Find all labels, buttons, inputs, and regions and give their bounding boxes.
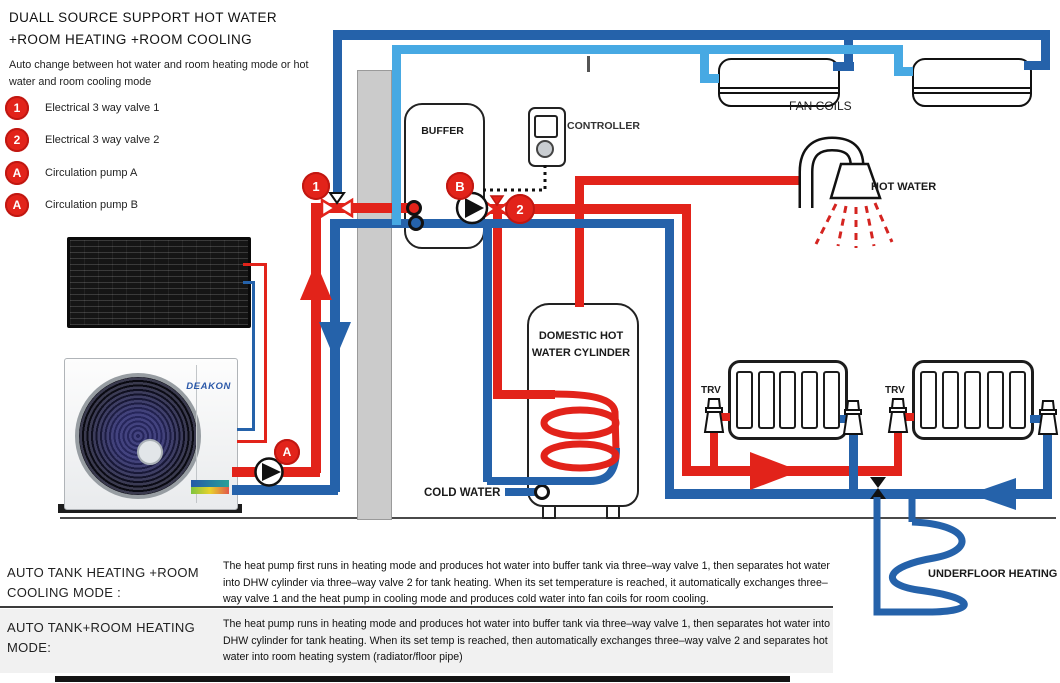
pipe-trv1-stub xyxy=(714,413,730,421)
pipe-trv2-drop xyxy=(894,430,902,472)
radiator-1 xyxy=(728,360,848,440)
fan-coils-label: FAN COILS xyxy=(789,99,852,113)
fan-coil-1 xyxy=(718,58,840,107)
pipe-fc2-left-drop xyxy=(894,50,903,75)
hot-water-label: HOT WATER xyxy=(871,181,937,193)
pipe-rad2-return-drop xyxy=(1043,430,1052,492)
cold-water-label: COLD WATER xyxy=(424,487,501,499)
underfloor-label: UNDERFLOOR HEATING xyxy=(928,568,1058,580)
cold-water-port xyxy=(534,484,550,500)
pipe-rad1-valve-stub xyxy=(840,415,854,423)
pipe-hp-supply xyxy=(232,467,320,477)
pipe-coil-inlet xyxy=(493,390,555,399)
mode2-description: The heat pump runs in heating mode and p… xyxy=(223,618,830,664)
dhw-label-line2: WATER CYLINDER xyxy=(531,347,631,359)
wall xyxy=(357,70,392,520)
pipe-dhw-top-riser xyxy=(575,176,584,307)
controller-wire xyxy=(480,165,547,192)
controller-device xyxy=(528,107,566,167)
legend-badge-1: 1 xyxy=(5,95,29,120)
solar-panel xyxy=(67,237,251,328)
valve2-badge: 2 xyxy=(505,194,535,224)
valve1-badge: 1 xyxy=(302,172,330,200)
pipe-buffer-return-line xyxy=(333,219,674,228)
radiator-2 xyxy=(912,360,1034,440)
heat-pump-panel-seam xyxy=(196,365,197,503)
pipe-fc1-left-drop xyxy=(700,50,709,81)
energy-sticker xyxy=(191,480,229,495)
buffer-label: BUFFER xyxy=(421,125,464,137)
pipe-trv2-stub xyxy=(898,413,914,421)
fan-hub xyxy=(137,439,163,465)
fan-coil-2 xyxy=(912,58,1032,107)
pipe-return-vertical xyxy=(330,219,340,492)
pipe-radiator-return-drop xyxy=(665,219,674,498)
wire-tick xyxy=(587,56,590,72)
pipe-rad1-return-drop xyxy=(849,430,858,492)
dhw-label-line1: DOMESTIC HOT xyxy=(538,330,624,342)
pipe-cold-main-right-drop xyxy=(1041,30,1050,69)
pipe-cold-water-stub xyxy=(505,488,541,496)
legend-badge-a: A xyxy=(5,160,29,185)
pipe-solar-cold-a xyxy=(243,281,255,284)
controller-label: CONTROLLER xyxy=(567,120,640,132)
pump-b-badge: B xyxy=(446,172,474,200)
mode1-description: The heat pump first runs in heating mode… xyxy=(223,560,830,606)
brand-logo: DEAKON xyxy=(186,381,231,392)
page-bottom-bar xyxy=(55,676,790,682)
pipe-cold-main-top xyxy=(333,30,1050,40)
legend-item-valve1: 1 Electrical 3 way valve 1 xyxy=(5,95,159,120)
pipe-solar-hot-b xyxy=(264,263,267,443)
heat-pump-fan-icon xyxy=(75,373,201,499)
pipe-fc1-left-stub xyxy=(700,74,719,83)
trv2-label: TRV xyxy=(885,385,905,396)
pipe-valve2-drop xyxy=(493,212,502,399)
pipe-hot-riser xyxy=(311,203,321,473)
trv1-label: TRV xyxy=(701,385,721,396)
legend-item-pump-a: A Circulation pump A xyxy=(5,160,137,185)
pipe-solar-hot-c xyxy=(237,440,267,443)
pipe-chilled-buffer-riser xyxy=(392,45,401,225)
pipe-solar-cold-c xyxy=(237,428,255,431)
pipe-chilled-top xyxy=(392,45,903,54)
controller-knob xyxy=(536,140,554,158)
mode2-heading: AUTO TANK+ROOM HEATING MODE: xyxy=(7,620,196,655)
pipe-fc1-right-stub xyxy=(833,62,854,71)
page-subtitle: Auto change between hot water and room h… xyxy=(9,59,309,88)
controller-screen xyxy=(534,115,558,138)
buffer-cold-port xyxy=(408,215,424,231)
pipe-valve2-line xyxy=(487,204,691,214)
legend-item-valve2: 2 Electrical 3 way valve 2 xyxy=(5,127,159,152)
pipe-valve1-cold-riser xyxy=(333,38,342,198)
pipe-radiator-return xyxy=(665,489,1052,499)
ground-line xyxy=(60,517,1056,519)
pipe-shower-feed xyxy=(575,176,806,185)
heat-pump-unit: DEAKON xyxy=(64,358,238,510)
legend-item-pump-b: A Circulation pump B xyxy=(5,192,138,217)
legend-badge-2: 2 xyxy=(5,127,29,152)
pipe-rad2-valve-stub xyxy=(1030,415,1050,423)
buffer-hot-port xyxy=(406,200,422,216)
pipe-solar-cold-b xyxy=(252,281,255,431)
mode-row-divider xyxy=(0,606,833,608)
pipe-trv1-drop xyxy=(710,430,718,472)
shower-icon xyxy=(798,136,894,248)
legend-badge-b: A xyxy=(5,192,29,217)
pipe-hp-return xyxy=(232,485,338,495)
pipe-coil-return-vertical xyxy=(483,222,492,482)
mode2-row-background xyxy=(0,609,833,673)
pipe-valve1-line xyxy=(311,203,413,213)
mode1-heading: AUTO TANK HEATING +ROOM COOLING MODE : xyxy=(7,565,199,600)
pipe-solar-hot-a xyxy=(243,263,267,266)
underfloor-loop-icon xyxy=(873,497,968,616)
pump-a-badge: A xyxy=(274,439,300,465)
pipe-fc2-left-stub xyxy=(894,67,913,76)
page-title: DUALL SOURCE SUPPORT HOT WATER +ROOM HEA… xyxy=(9,10,278,48)
pipe-radiator-supply-drop xyxy=(682,204,691,471)
pipe-fc2-right-stub xyxy=(1024,61,1050,70)
